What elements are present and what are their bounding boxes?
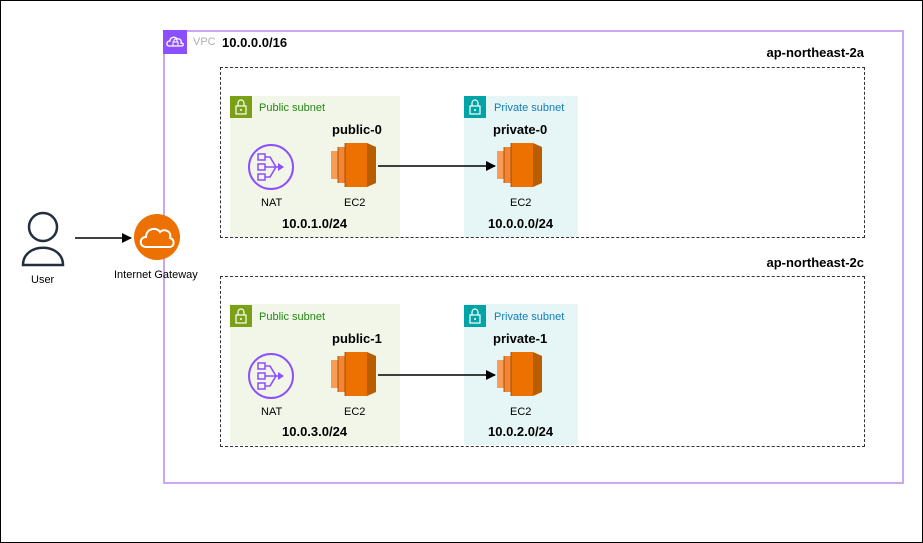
- ec2-instance-icon: [330, 142, 377, 188]
- lock-icon: [230, 305, 252, 327]
- lock-icon: [230, 96, 252, 118]
- vpc-label: VPC: [193, 36, 216, 48]
- ec2-instance-icon: [330, 351, 377, 397]
- instance-name-public-1: public-1: [332, 331, 382, 346]
- private-subnet-cidr: 10.0.0.0/24: [488, 216, 554, 231]
- private-subnet-label: Private subnet: [494, 311, 565, 323]
- ec2-label: EC2: [510, 406, 532, 418]
- vpc-icon: [163, 30, 187, 54]
- user-icon: [21, 211, 65, 267]
- cloud-icon: [134, 214, 180, 260]
- lock-icon: [464, 305, 486, 327]
- private-subnet-cidr: 10.0.2.0/24: [488, 424, 554, 439]
- instance-name-private-1: private-1: [493, 331, 548, 346]
- ec2-instance-icon: [496, 351, 543, 397]
- public-subnet-cidr: 10.0.3.0/24: [282, 424, 348, 439]
- private-subnet-label: Private subnet: [494, 102, 565, 114]
- ec2-label: EC2: [344, 197, 366, 209]
- internet-gateway-label: Internet Gateway: [114, 269, 198, 281]
- ec2-label: EC2: [344, 406, 366, 418]
- nat-gateway-icon: [248, 144, 294, 190]
- availability-zone-2c: [220, 276, 865, 447]
- public-subnet-cidr: 10.0.1.0/24: [282, 216, 348, 231]
- az-label-2c: ap-northeast-2c: [766, 255, 864, 270]
- nat-label: NAT: [261, 197, 283, 209]
- lock-icon: [464, 96, 486, 118]
- public-subnet-label: Public subnet: [259, 311, 326, 323]
- nat-label: NAT: [261, 406, 283, 418]
- ec2-instance-icon: [496, 142, 543, 188]
- nat-gateway-icon: [248, 353, 294, 399]
- availability-zone-2a: [220, 67, 865, 238]
- user-label: User: [31, 274, 55, 286]
- public-subnet-label: Public subnet: [259, 102, 326, 114]
- ec2-label: EC2: [510, 197, 532, 209]
- az-label-2a: ap-northeast-2a: [766, 45, 864, 60]
- vpc-cidr: 10.0.0.0/16: [222, 35, 288, 50]
- instance-name-public-0: public-0: [332, 122, 382, 137]
- instance-name-private-0: private-0: [493, 122, 548, 137]
